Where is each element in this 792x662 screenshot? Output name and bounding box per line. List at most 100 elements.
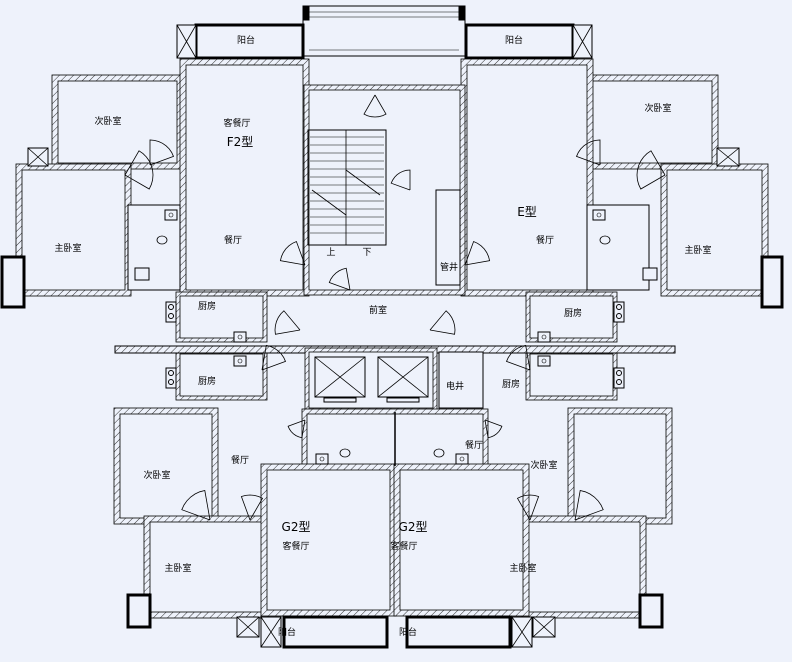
room-label: 厨房 (198, 375, 216, 387)
room-label: 阳台 (505, 34, 523, 46)
room-label: 客餐厅 (223, 117, 250, 129)
door-swing (328, 267, 351, 291)
room-label: 餐厅 (465, 439, 483, 451)
door-swing (181, 490, 211, 521)
door-swing (574, 490, 604, 521)
outline (302, 5, 466, 57)
door-swing (240, 494, 264, 521)
room (266, 469, 391, 611)
outline (165, 367, 177, 389)
shaft-icon (260, 616, 282, 648)
stair-arrow (311, 189, 347, 216)
stove-icon (168, 379, 174, 385)
walls (0, 5, 784, 649)
room (185, 64, 304, 291)
shaft-icon (532, 616, 556, 638)
elevator-icon (314, 356, 366, 398)
outline (134, 267, 150, 281)
outline (126, 593, 152, 629)
toilet-icon (339, 448, 351, 458)
shaft-icon (572, 24, 593, 59)
door-swing (261, 344, 287, 371)
door-swing (516, 494, 540, 521)
outline (315, 453, 329, 465)
room-label: 阳台 (399, 626, 417, 638)
toilet-icon (156, 235, 168, 245)
room (529, 295, 614, 339)
fixtures (27, 11, 740, 648)
door-swing (464, 240, 491, 266)
room-label: 餐厅 (536, 234, 554, 246)
room-label: 餐厅 (224, 234, 242, 246)
unit-tag: F2型 (227, 135, 254, 149)
room (21, 169, 126, 291)
sink-icon (237, 358, 243, 364)
room (591, 80, 713, 164)
outline (386, 397, 420, 403)
room-label: 阳台 (278, 626, 296, 638)
outline (537, 355, 551, 367)
room (308, 89, 461, 291)
outline (642, 267, 658, 281)
toilet-icon (433, 448, 445, 458)
outline (438, 351, 484, 409)
outline (537, 331, 551, 343)
stove-icon (616, 304, 622, 310)
sink-icon (541, 334, 547, 340)
toilet-icon (599, 235, 611, 245)
shaft-icon (511, 616, 533, 648)
room-label: 次卧室 (94, 115, 121, 127)
room-label: 厨房 (502, 378, 520, 390)
sink-icon (459, 456, 465, 462)
stove-icon (616, 370, 622, 376)
room (666, 169, 763, 291)
room (573, 413, 667, 519)
stove-icon (168, 304, 174, 310)
room (179, 353, 264, 397)
outline (613, 367, 625, 389)
room (527, 521, 641, 613)
sink-icon (237, 334, 243, 340)
outline (760, 255, 784, 309)
stove-icon (168, 313, 174, 319)
room-label: 厨房 (564, 307, 582, 319)
room-label: 管井 (440, 261, 458, 273)
door-swing (287, 419, 306, 439)
unit-tag: G2型 (282, 520, 311, 534)
room (57, 80, 178, 164)
room (399, 469, 524, 611)
door-swing (390, 169, 411, 191)
outline (233, 331, 247, 343)
room-label: 厨房 (198, 300, 216, 312)
room-label: 客餐厅 (282, 540, 309, 552)
stair-arrow (345, 169, 381, 196)
door-swing (636, 150, 666, 190)
room-label: 客餐厅 (390, 540, 417, 552)
room-label: 电井 (446, 380, 464, 392)
shaft-icon (176, 24, 197, 59)
room-label: 主卧室 (164, 562, 191, 574)
door-swing (429, 310, 456, 335)
door-swing (363, 94, 387, 118)
door-swing (575, 139, 601, 166)
room-label: 主卧室 (54, 242, 81, 254)
sink-icon (319, 456, 325, 462)
elevator-icon (377, 356, 429, 398)
outline (464, 23, 575, 60)
outline (282, 615, 389, 649)
door-swing (279, 240, 306, 266)
sink-icon (541, 358, 547, 364)
outline (613, 301, 625, 323)
outline (458, 5, 466, 21)
sink-icon (168, 212, 174, 218)
room-label: 下 (362, 248, 371, 258)
room-label: 次卧室 (143, 469, 170, 481)
outline (302, 5, 310, 21)
unit-tag: G2型 (399, 520, 428, 534)
outline (165, 301, 177, 323)
room-labels: 阳台 阳台 次卧室 客餐厅 F2型 主卧室 餐厅 厨房 前室 上 下 次卧室 E… (54, 34, 711, 638)
room-label: 主卧室 (509, 562, 536, 574)
outline (405, 615, 512, 649)
outline (233, 355, 247, 367)
outline (0, 255, 26, 309)
